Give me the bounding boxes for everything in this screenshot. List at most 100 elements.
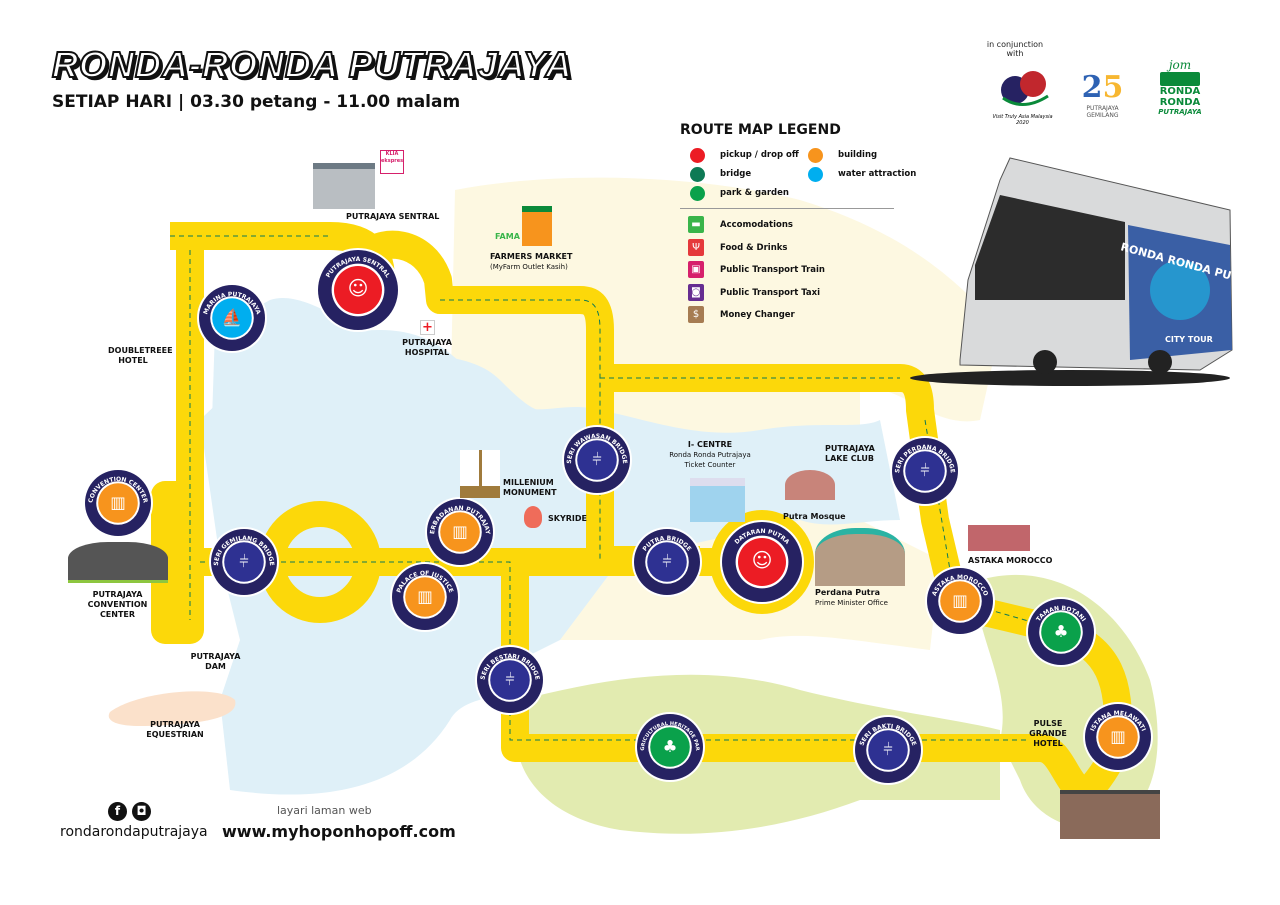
bridge-icon: [905, 451, 945, 491]
legend-facility-label: Money Changer: [720, 310, 795, 320]
equestrian-ground: [108, 691, 236, 726]
stop-glyph: ⫩: [592, 450, 602, 469]
stop-istana-melawati[interactable]: ISTANA MELAWATI ▥: [1083, 702, 1153, 772]
label-convention-center: PUTRAJAYA CONVENTION CENTER: [87, 590, 148, 619]
stop-seri-wawasan-bridge[interactable]: SERI WAWASAN BRIDGE ⫩: [562, 425, 632, 495]
label-equestrian: PUTRAJAYA EQUESTRIAN: [146, 720, 204, 739]
facebook-icon[interactable]: f: [108, 802, 127, 821]
legend-dot-icon: [808, 148, 823, 163]
stop-dataran-putra[interactable]: DATARAN PUTRA ☺: [720, 520, 804, 604]
stop-glyph: ☺: [752, 548, 773, 572]
label-putrajaya-dam: PUTRAJAYA DAM: [190, 652, 241, 671]
stop-glyph: ⫩: [505, 670, 515, 689]
instagram-icon[interactable]: ◘: [132, 802, 151, 821]
stop-glyph: ⫩: [883, 740, 893, 759]
stop-seri-gemilang-bridge[interactable]: SERI GEMILANG BRIDGE ⫩: [209, 527, 279, 597]
stop-glyph: ⫩: [920, 461, 930, 480]
legend-category-label: park & garden: [720, 188, 789, 198]
stop-glyph: ⫩: [239, 552, 249, 571]
label-doubletree-hotel: DOUBLETREEE HOTEL: [108, 346, 173, 365]
stop-glyph: ⛵: [222, 308, 243, 327]
legend-facility-label: Public Transport Train: [720, 265, 825, 275]
park-icon: [650, 727, 690, 767]
stop-seri-perdana-bridge[interactable]: SERI PERDANA BRIDGE ⫩: [890, 436, 960, 506]
label-millenium-monument: MILLENIUM MONUMENT: [503, 478, 557, 497]
putrajaya-sentral-building: [313, 163, 375, 209]
legend-facility-label: Accomodations: [720, 220, 793, 230]
visit-malaysia-logo: Visit Truly Asia Malaysia 2020: [990, 68, 1055, 126]
legend-category-label: bridge: [720, 169, 752, 179]
conjunction-text: in conjunction with: [986, 40, 1044, 58]
page-title: RONDA-RONDA PUTRAJAYA: [51, 43, 573, 86]
route-map-legend: ROUTE MAP LEGEND pickup / drop off bridg…: [680, 122, 916, 323]
istana-building-icon: [1060, 790, 1160, 839]
pickup-icon: [334, 266, 382, 314]
putrajaya-gemilang-logo: 25 PUTRAJAYA GEMILANG: [1081, 70, 1124, 119]
hot-air-balloon-icon: [524, 506, 542, 528]
website-link[interactable]: www.myhoponhopoff.com: [222, 822, 456, 841]
label-astaka-morocco: ASTAKA MOROCCO: [968, 556, 1053, 565]
stop-glyph: ♣: [1054, 622, 1069, 641]
stop-glyph: ▥: [952, 591, 968, 610]
train-icon: ▣: [688, 261, 704, 278]
bed-icon: ▬: [688, 216, 704, 233]
building-icon: [1098, 717, 1138, 757]
millenium-monument-icon: [460, 450, 500, 498]
label-putra-mosque: Putra Mosque: [783, 512, 846, 521]
perdana-putra-icon: [815, 528, 905, 586]
ronda-ronda-logo: jom RONDA RONDA PUTRAJAYA: [1158, 58, 1202, 116]
building-icon: [405, 577, 445, 617]
city-tour-bus: RONDA RONDA PUTRAJAYA CITY TOUR: [910, 157, 1280, 386]
stop-glyph: ♣: [663, 737, 678, 756]
legend-category-label: building: [838, 150, 878, 160]
legend-title: ROUTE MAP LEGEND: [680, 122, 841, 138]
label-putrajaya-sentral: PUTRAJAYA SENTRAL: [346, 212, 440, 221]
bridge-icon: [868, 730, 908, 770]
visit-website-text: layari laman web: [277, 804, 372, 817]
stop-glyph: ⫩: [662, 552, 672, 571]
stop-taman-botani[interactable]: TAMAN BOTANI ♣: [1026, 597, 1096, 667]
social-handle: rondarondaputrajaya: [60, 824, 208, 840]
stop-glyph: ☺: [348, 276, 369, 300]
fork-knife-icon: Ψ: [688, 238, 704, 256]
label-pulse-grande-hotel: PULSE GRANDE HOTEL: [1029, 719, 1067, 748]
stop-putra-bridge[interactable]: PUTRA BRIDGE ⫩: [632, 527, 702, 597]
legend-dot-icon: [690, 186, 705, 201]
stop-marina-putrajaya[interactable]: MARINA PUTRAJAYA ⛵: [197, 283, 267, 353]
stop-seri-bestari-bridge[interactable]: SERI BESTARI BRIDGE ⫩: [475, 645, 545, 715]
stop-glyph: ▥: [110, 493, 126, 512]
stop-convention-center[interactable]: CONVENTION CENTER ▥: [83, 468, 153, 538]
legend-dot-icon: [690, 167, 705, 182]
bridge-icon: [224, 542, 264, 582]
fama-logo: FAMA: [495, 232, 520, 241]
stop-glyph: ▥: [452, 522, 468, 541]
legend-category-label: pickup / drop off: [720, 150, 799, 160]
legend-divider: [680, 208, 894, 209]
stop-seri-bakti-bridge[interactable]: SERI BAKTI BRIDGE ⫩: [853, 715, 923, 785]
stop-palace-of-justice[interactable]: PALACE OF JUSTICE ▥: [390, 562, 460, 632]
label-skyride: SKYRIDE: [548, 514, 587, 523]
pickup-icon: [738, 538, 786, 586]
building-icon: [940, 581, 980, 621]
stop-putrajaya-sentral[interactable]: PUTRAJAYA SENTRAL ☺: [316, 248, 400, 332]
stop-astaka-morocco[interactable]: ASTAKA MOROCCO ▥: [925, 566, 995, 636]
schedule: SETIAP HARI | 03.30 petang - 11.00 malam: [52, 92, 461, 112]
building-icon: [440, 512, 480, 552]
label-lake-club: PUTRAJAYA LAKE CLUB: [825, 444, 875, 463]
putra-mosque-icon: [785, 470, 835, 500]
legend-dot-icon: [690, 148, 705, 163]
convention-center-building: [68, 542, 168, 583]
bridge-icon: [577, 440, 617, 480]
label-hospital: PUTRAJAYA HOSPITAL: [402, 338, 452, 357]
stop-glyph: ▥: [417, 587, 433, 606]
stop-glyph: ▥: [1110, 727, 1126, 746]
market-stall: [522, 206, 552, 246]
bus-city-tour-text: CITY TOUR: [1165, 335, 1213, 344]
i-centre-building: [690, 478, 745, 522]
astaka-morocco-icon: [968, 525, 1030, 551]
legend-facility-label: Public Transport Taxi: [720, 287, 821, 298]
bridge-icon: [647, 542, 687, 582]
